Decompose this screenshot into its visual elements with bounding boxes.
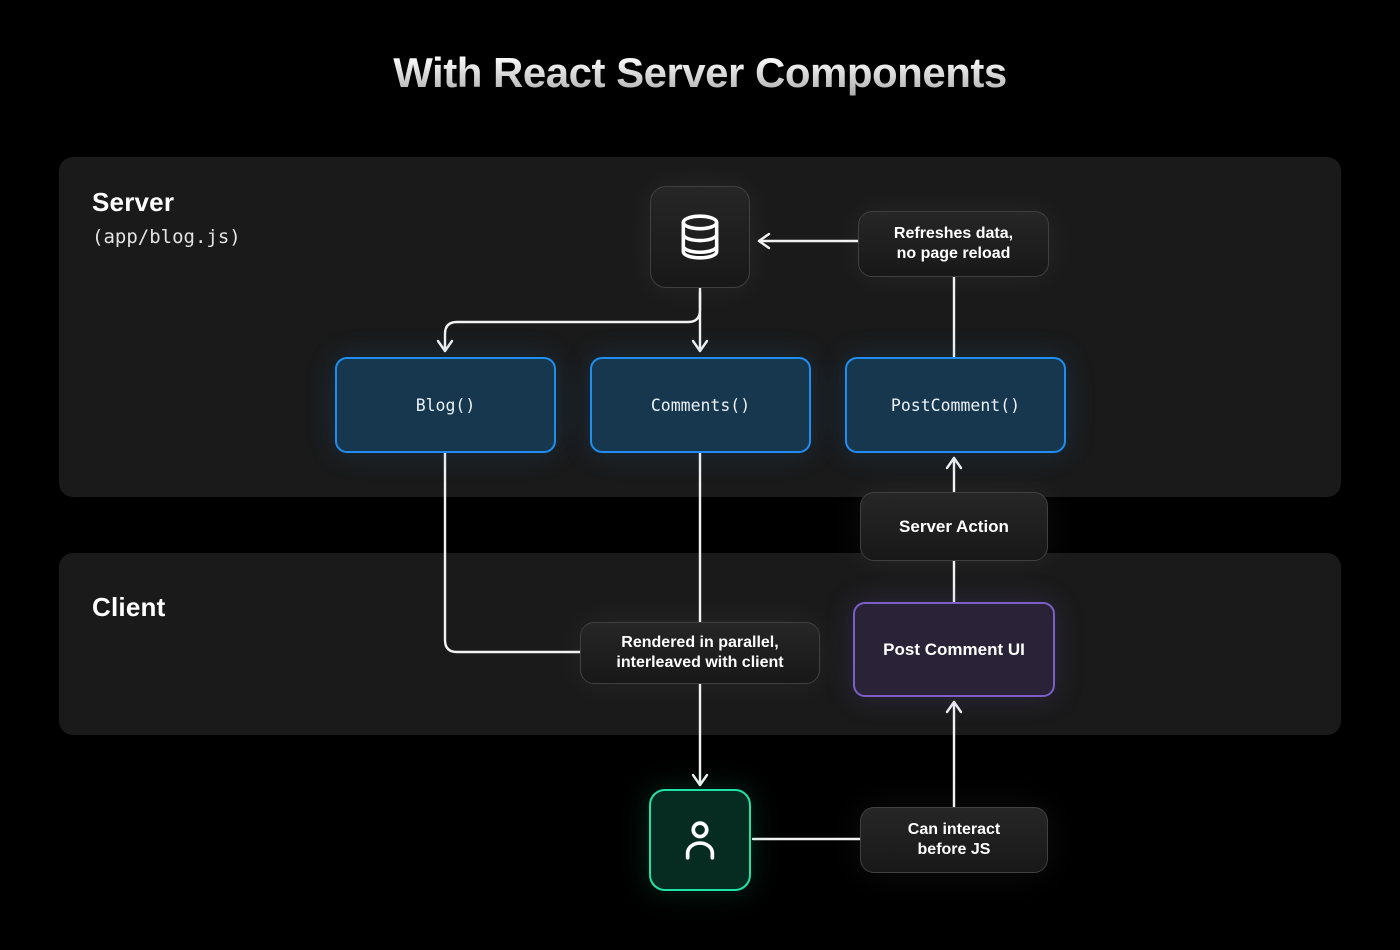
callout-rendered-line2: interleaved with client bbox=[616, 654, 784, 671]
database-icon bbox=[675, 212, 725, 262]
node-server-action-label: Server Action bbox=[899, 516, 1009, 536]
node-post-comment-ui-label: Post Comment UI bbox=[883, 639, 1025, 659]
client-panel-label: Client bbox=[92, 592, 166, 622]
node-comments-label: Comments() bbox=[650, 395, 751, 415]
node-blog: Blog() bbox=[335, 357, 556, 453]
callout-rendered-line1: Rendered in parallel, bbox=[621, 633, 779, 651]
node-postcomment: PostComment() bbox=[845, 357, 1066, 453]
user-icon bbox=[674, 814, 726, 866]
node-post-comment-ui: Post Comment UI bbox=[853, 602, 1055, 697]
node-server-action: Server Action bbox=[860, 492, 1048, 561]
server-panel-label: Server bbox=[92, 187, 175, 217]
callout-can-interact: Can interact before JS bbox=[860, 807, 1048, 873]
user-node bbox=[649, 789, 751, 891]
node-blog-label: Blog() bbox=[415, 395, 476, 415]
server-panel-sublabel: (app/blog.js) bbox=[92, 226, 241, 248]
diagram-title: With React Server Components bbox=[0, 49, 1400, 97]
callout-refreshes-data: Refreshes data, no page reload bbox=[858, 211, 1049, 277]
callout-refreshes-line1: Refreshes data, bbox=[893, 224, 1014, 242]
callout-refreshes-line2: no page reload bbox=[896, 245, 1011, 262]
callout-can-interact-line1: Can interact bbox=[907, 820, 1001, 838]
node-comments: Comments() bbox=[590, 357, 811, 453]
callout-can-interact-line2: before JS bbox=[917, 841, 991, 858]
database-node bbox=[650, 186, 750, 288]
callout-rendered-in-parallel: Rendered in parallel, interleaved with c… bbox=[580, 622, 820, 684]
node-postcomment-label: PostComment() bbox=[890, 395, 1021, 415]
